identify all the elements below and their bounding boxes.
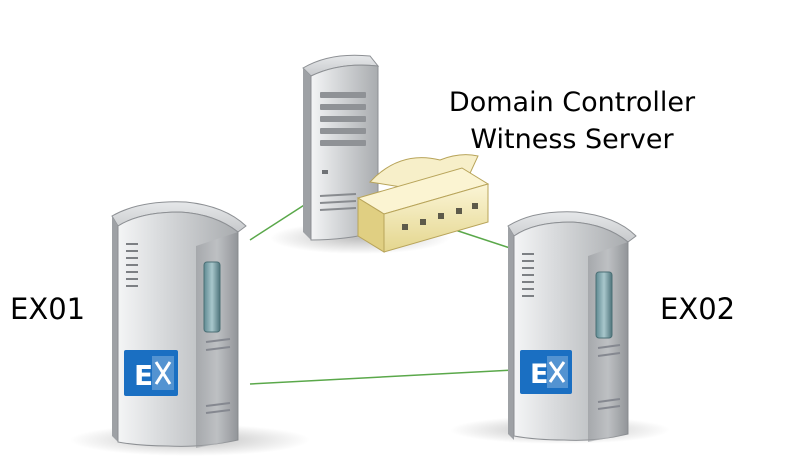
exchange-logo-icon: E	[520, 350, 572, 394]
ex02-front	[508, 226, 514, 440]
ex01-front	[112, 216, 118, 442]
ex02-label: EX02	[660, 292, 736, 326]
svg-text:E: E	[530, 359, 548, 390]
link-ex01-dc	[249, 199, 313, 241]
dc-drive-bays	[320, 92, 366, 146]
svg-text:E: E	[134, 359, 153, 392]
dc-button	[322, 170, 328, 174]
dc-label-line-2: Witness Server	[470, 124, 674, 155]
domain-controller-label: Domain Controller Witness Server	[432, 84, 712, 158]
ex02-vents	[597, 344, 621, 410]
ex02-server: E	[450, 211, 670, 444]
ex01-vents	[205, 338, 231, 414]
ex01-server: E	[70, 201, 310, 456]
ex01-glass-slot	[203, 261, 221, 333]
dc-label-line-1: Domain Controller	[448, 87, 696, 118]
ex02-grille	[522, 253, 534, 297]
witness-share-folder-icon	[356, 154, 490, 253]
dc-vents	[319, 193, 357, 211]
ex02-glass-slot	[595, 271, 613, 339]
link-ex01-ex02	[249, 369, 515, 385]
folder-side	[383, 183, 489, 253]
folder-ports	[402, 203, 478, 230]
ex01-label: EX01	[10, 292, 86, 326]
dc-front	[303, 68, 311, 240]
exchange-logo-icon: E	[124, 350, 178, 396]
ex01-grille	[126, 243, 138, 287]
